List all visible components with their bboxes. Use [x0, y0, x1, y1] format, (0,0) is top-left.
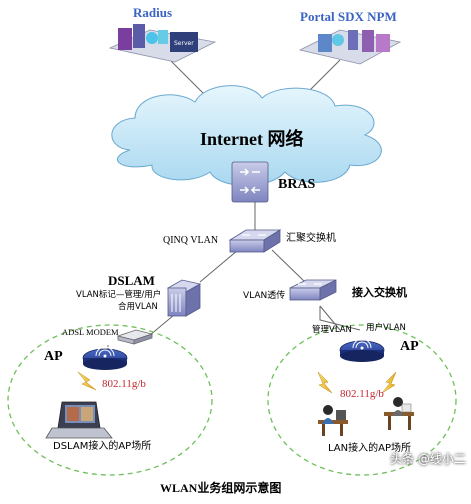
- right-site-ellipse: [267, 324, 457, 476]
- aggregation-switch-label: 汇聚交换机: [286, 233, 336, 244]
- dslam-device-icon: [166, 279, 202, 317]
- user-workstation-right-icon: [384, 397, 414, 430]
- mgmt-vlan-label: 管理VLAN: [312, 325, 352, 335]
- dslam-desc-line2: 合用VLAN: [118, 302, 158, 312]
- right-site-caption: LAN接入的AP场所: [328, 443, 411, 454]
- right-ap-label: AP: [400, 339, 419, 354]
- right-wireless-bolt-right-icon: [381, 371, 397, 394]
- access-switch-icon: [289, 279, 337, 301]
- bras-router-icon: [231, 161, 269, 203]
- qinq-label: QINQ VLAN: [163, 235, 219, 246]
- modem-label: ADSL MODEM: [62, 327, 119, 337]
- right-wifi-std: 802.11g/b: [340, 388, 384, 400]
- adsl-modem-icon: [116, 329, 154, 345]
- left-site-caption: DSLAM接入的AP场所: [53, 441, 152, 452]
- left-wifi-std: 802.11g/b: [102, 378, 146, 390]
- dslam-title: DSLAM: [108, 273, 155, 288]
- left-ap-label: AP: [44, 349, 63, 364]
- laptop-icon: [45, 401, 113, 439]
- user-vlan-label: 用户VLAN: [366, 323, 406, 333]
- access-switch-label: 接入交换机: [352, 286, 407, 299]
- left-site-ellipse: [7, 324, 213, 476]
- portal-server-icon: [298, 29, 402, 65]
- right-ap-icon: [339, 338, 385, 362]
- left-wireless-bolt-icon: [77, 371, 97, 391]
- watermark: 头条 @线小二: [390, 452, 466, 466]
- server-tag: Server: [174, 40, 194, 47]
- user-workstation-left-icon: [318, 405, 348, 436]
- vlan-transparent-label: VLAN透传: [243, 291, 286, 301]
- radius-server-icon: Server: [108, 24, 217, 63]
- internet-cloud: [111, 85, 382, 186]
- left-ap-icon: [82, 346, 128, 370]
- dslam-desc-line1: VLAN标记—管理/用户: [76, 290, 162, 300]
- radius-label: Radius: [133, 5, 173, 20]
- cloud-label: Internet 网络: [200, 129, 304, 149]
- figure-caption: WLAN业务组网示意图: [160, 481, 282, 495]
- bras-label: BRAS: [278, 177, 316, 192]
- portal-label: Portal SDX NPM: [300, 9, 397, 24]
- right-wireless-bolt-left-icon: [317, 371, 333, 394]
- aggregation-switch-icon: [228, 229, 282, 253]
